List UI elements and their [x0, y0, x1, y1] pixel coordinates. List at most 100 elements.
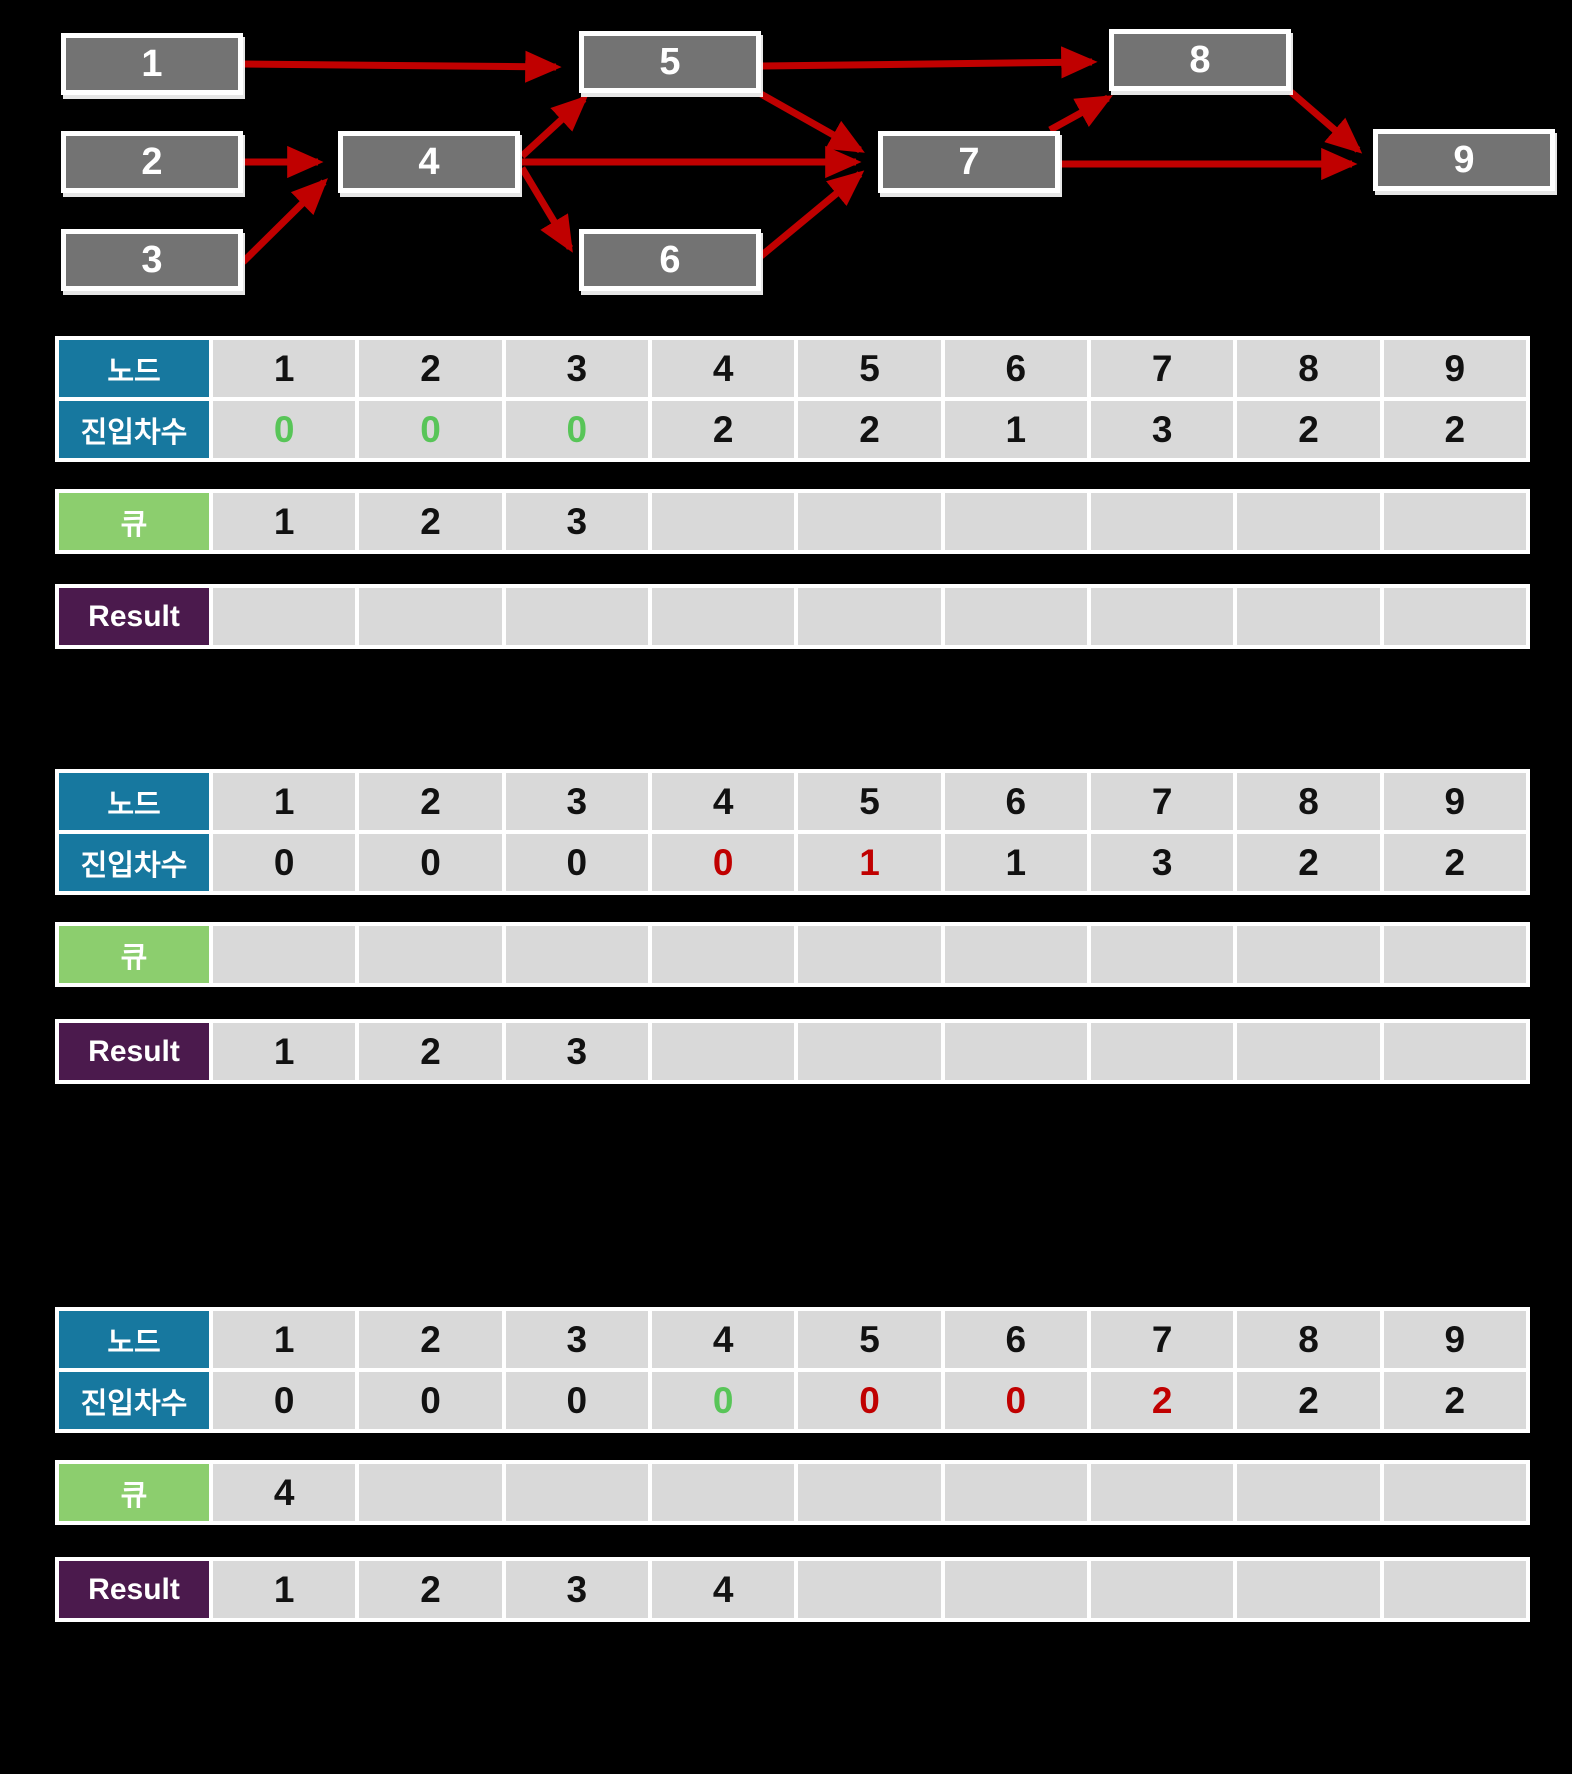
graph-node-7: 7 — [878, 131, 1060, 193]
graph-node-5: 5 — [579, 31, 761, 93]
result-cell — [944, 588, 1087, 645]
result-cell — [359, 588, 502, 645]
queue-cell — [944, 493, 1087, 550]
step3-queue-table: 큐 4 — [55, 1460, 1530, 1525]
nodes-cell: 3 — [505, 1311, 648, 1368]
step1-result-row: Result — [59, 588, 1526, 645]
indegree-cell: 0 — [944, 1372, 1087, 1429]
indegree-cell: 1 — [798, 834, 941, 891]
nodes-cell: 1 — [213, 773, 356, 830]
edge-4-6 — [518, 166, 574, 253]
nodes-cell: 6 — [944, 1311, 1087, 1368]
graph-node-8: 8 — [1109, 29, 1291, 91]
queue-cell — [1237, 1464, 1380, 1521]
nodes-cell: 4 — [651, 773, 795, 830]
result-cell: 1 — [213, 1561, 356, 1618]
indegree-cell: 0 — [651, 1372, 795, 1429]
edge-4-5 — [519, 95, 589, 159]
indegree-cell: 0 — [505, 401, 648, 458]
queue-cell — [1090, 493, 1234, 550]
dag-graph: 1 2 3 4 5 6 7 8 9 — [0, 0, 1572, 310]
graph-node-2: 2 — [61, 131, 243, 193]
nodes-cell: 7 — [1090, 1311, 1234, 1368]
result-cell — [798, 1023, 941, 1080]
indegree-cell: 2 — [1237, 1372, 1380, 1429]
nodes-cell: 2 — [359, 340, 502, 397]
nodes-cell: 5 — [798, 773, 941, 830]
indegree-cell: 1 — [944, 401, 1087, 458]
queue-cell — [1383, 926, 1526, 983]
queue-cell: 1 — [213, 493, 356, 550]
indegree-cell: 0 — [505, 834, 648, 891]
queue-cell — [651, 1464, 795, 1521]
indegree-cell: 0 — [359, 834, 502, 891]
queue-row-header: 큐 — [59, 1464, 209, 1521]
indegree-cell: 2 — [1383, 1372, 1526, 1429]
queue-cell — [1090, 1464, 1234, 1521]
queue-cell — [651, 493, 795, 550]
queue-cell — [798, 926, 941, 983]
step3-queue-row: 큐 4 — [59, 1464, 1526, 1521]
queue-row-header: 큐 — [59, 493, 209, 550]
graph-node-9: 9 — [1373, 129, 1555, 191]
queue-row-header: 큐 — [59, 926, 209, 983]
edge-3-4 — [240, 178, 328, 265]
step1-result-table: Result — [55, 584, 1530, 649]
nodes-cell: 1 — [213, 340, 356, 397]
queue-cell — [359, 926, 502, 983]
indegree-cell: 2 — [1383, 401, 1526, 458]
result-cell — [944, 1023, 1087, 1080]
graph-node-1: 1 — [61, 33, 243, 95]
nodes-cell: 4 — [651, 1311, 795, 1368]
queue-cell: 2 — [359, 493, 502, 550]
queue-cell — [505, 1464, 648, 1521]
queue-cell — [798, 1464, 941, 1521]
indegree-cell: 3 — [1090, 834, 1234, 891]
indegree-cell: 0 — [651, 834, 795, 891]
result-cell — [1237, 1561, 1380, 1618]
edge-6-7 — [758, 170, 865, 259]
nodes-cell: 7 — [1090, 340, 1234, 397]
queue-cell: 4 — [213, 1464, 356, 1521]
nodes-cell: 7 — [1090, 773, 1234, 830]
result-cell: 4 — [651, 1561, 795, 1618]
result-cell: 2 — [359, 1561, 502, 1618]
graph-node-3: 3 — [61, 229, 243, 291]
step2-queue-row: 큐 — [59, 926, 1526, 983]
result-cell — [1383, 1561, 1526, 1618]
queue-cell — [798, 493, 941, 550]
node-row-header: 노드 — [59, 340, 209, 397]
queue-cell — [651, 926, 795, 983]
indegree-cell: 0 — [359, 1372, 502, 1429]
result-cell — [1090, 588, 1234, 645]
graph-node-4: 4 — [338, 131, 520, 193]
nodes-cell: 3 — [505, 773, 648, 830]
nodes-cell: 3 — [505, 340, 648, 397]
indegree-cell: 0 — [213, 834, 356, 891]
result-row-header: Result — [59, 1023, 209, 1080]
result-cell — [651, 588, 795, 645]
result-cell — [505, 588, 648, 645]
nodes-cell: 1 — [213, 1311, 356, 1368]
step2-queue-table: 큐 — [55, 922, 1530, 987]
result-cell — [213, 588, 356, 645]
indegree-cell: 2 — [1090, 1372, 1234, 1429]
nodes-cell: 8 — [1237, 1311, 1380, 1368]
indegree-cell: 2 — [1383, 834, 1526, 891]
result-cell — [1090, 1561, 1234, 1618]
queue-cell — [505, 926, 648, 983]
nodes-cell: 5 — [798, 340, 941, 397]
result-cell: 3 — [505, 1561, 648, 1618]
queue-cell — [1383, 493, 1526, 550]
nodes-cell: 9 — [1383, 1311, 1526, 1368]
edge-5-8 — [760, 46, 1098, 79]
